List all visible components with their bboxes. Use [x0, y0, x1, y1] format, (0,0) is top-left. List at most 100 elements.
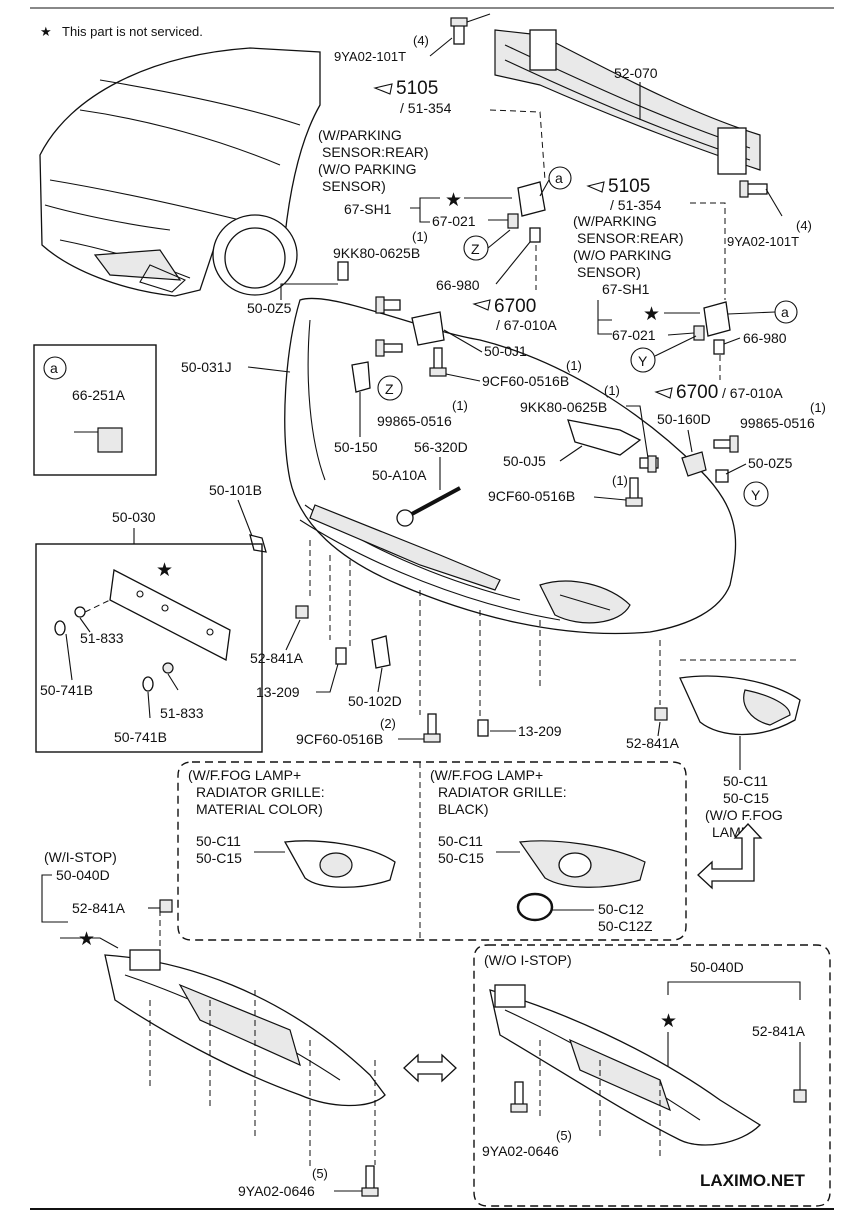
license-plate-bracket-50-030	[109, 568, 231, 662]
cond2-line2: SENSOR:REAR)	[577, 230, 684, 246]
clip-50-0z5-right	[715, 469, 729, 483]
direction-arrow-icon	[697, 823, 763, 890]
label-9kk80-0625b-a: 9KK80-0625B	[333, 245, 420, 261]
guide-undercover-a	[149, 910, 376, 1170]
label-52-841a-b: 52-841A	[626, 735, 680, 751]
nut-52-841a-right	[654, 707, 668, 721]
label-50-160d: 50-160D	[657, 411, 711, 427]
label-99865-0516-a: 99865-0516	[377, 413, 452, 429]
nut-52-841a-left	[295, 605, 309, 619]
guide-5105-right	[690, 202, 726, 300]
label-50-c11-b: 50-C11	[196, 833, 241, 849]
label-51-354-a: / 51-354	[400, 100, 452, 116]
bolt-99865-0516-right	[713, 435, 739, 453]
marker-y-top-label: Y	[638, 353, 648, 369]
marker-a-right-label: a	[781, 304, 789, 320]
bracket-50-0j5	[567, 419, 642, 456]
bumper-reinforcement-52-070	[494, 29, 761, 175]
seal-50-102d	[371, 635, 391, 669]
bolt-9cf60-0516b-bottom	[423, 713, 441, 743]
legend-star-icon: ★	[40, 24, 52, 39]
bolt-9ya02-101t-upper	[450, 13, 491, 45]
ref-icon-5105-b	[586, 181, 605, 193]
guide-5105-left	[489, 109, 546, 181]
label-66-980-a: 66-980	[436, 277, 480, 293]
label-qty-1f: (1)	[612, 473, 628, 488]
fog-lamp-bezel-50-c11	[679, 675, 801, 736]
wofog-line1: (W/O F.FOG	[705, 807, 783, 823]
marker-a-box	[43, 356, 67, 380]
box-50-030	[35, 543, 263, 753]
marker-z-mid	[377, 375, 403, 401]
label-50-a10a: 50-A10A	[372, 467, 427, 483]
label-5105-b: 5105	[608, 176, 650, 197]
label-13-209-a: 13-209	[256, 684, 300, 700]
cond3-line3: MATERIAL COLOR)	[196, 801, 323, 817]
cond4-line2: RADIATOR GRILLE:	[438, 784, 567, 800]
label-50-040d-b: 50-040D	[690, 959, 744, 975]
label-52-070: 52-070	[614, 65, 658, 81]
label-67-010a-a: / 67-010A	[496, 317, 557, 333]
bolt-9ya02-0646-a	[361, 1165, 379, 1197]
ref-icon-5105-a	[373, 83, 393, 95]
label-50-c11-c: 50-C11	[438, 833, 483, 849]
cond1-line2: SENSOR:REAR)	[322, 144, 429, 160]
label-qty-1d: (1)	[604, 383, 620, 398]
cond2-line4: SENSOR)	[577, 264, 641, 280]
cond1-line1: (W/PARKING	[318, 127, 402, 143]
cond4-line1: (W/F.FOG LAMP+	[430, 767, 543, 783]
label-50-040d-a: 50-040D	[56, 867, 110, 883]
label-qty-2: (2)	[380, 716, 396, 731]
label-50-741b-b: 50-741B	[114, 729, 167, 745]
star-50-030-icon: ★	[156, 560, 173, 581]
label-66-980-b: 66-980	[743, 330, 787, 346]
marker-z-top-label: Z	[471, 241, 480, 257]
label-50-0z5-a: 50-0Z5	[247, 300, 292, 316]
label-6700-a: 6700	[494, 296, 536, 317]
star-50-040d-a-icon: ★	[78, 929, 95, 950]
bolt-99865-0516-left	[375, 339, 403, 357]
guide-undercover-b	[539, 1040, 661, 1160]
bracket-50-0j1	[411, 311, 445, 346]
plug-50-741b-a	[54, 620, 66, 636]
bolt-9ya02-0646-b	[510, 1081, 528, 1113]
fog-variants-box	[177, 761, 687, 941]
nut-51-833-a	[74, 606, 86, 618]
marker-a-top	[548, 166, 572, 190]
sensor-holder-left	[507, 181, 546, 243]
label-52-841a-d: 52-841A	[752, 1023, 806, 1039]
label-wistop: (W/I-STOP)	[44, 849, 117, 865]
star-67-sh1-b-icon: ★	[643, 304, 660, 325]
fog-bezel-material-color	[283, 840, 396, 888]
guide-mounting	[309, 540, 800, 720]
star-67-sh1-a-icon: ★	[445, 190, 462, 211]
cond1-line3: (W/O PARKING	[318, 161, 417, 177]
label-50-c15-a: 50-C15	[723, 790, 769, 806]
label-qty-1a: (1)	[412, 229, 428, 244]
label-9kk80-0625b-b: 9KK80-0625B	[520, 399, 607, 415]
clip-13-209-bottom	[477, 719, 489, 737]
connector-66-251a	[74, 427, 123, 453]
label-qty-5a: (5)	[312, 1166, 328, 1181]
fog-bezel-black	[518, 840, 646, 888]
label-99865-0516-b: 99865-0516	[740, 415, 815, 431]
cond2-line1: (W/PARKING	[573, 213, 657, 229]
label-5105-a: 5105	[396, 78, 438, 99]
star-50-040d-b-icon: ★	[660, 1011, 677, 1032]
label-67-021-b: 67-021	[612, 327, 656, 343]
label-50-150: 50-150	[334, 439, 378, 455]
label-50-102d: 50-102D	[348, 693, 402, 709]
label-52-841a-c: 52-841A	[72, 900, 126, 916]
plug-50-741b-b	[142, 676, 154, 692]
label-9ya02-101t-b: 9YA02-101T	[727, 234, 799, 249]
stay-56-320d	[396, 486, 461, 527]
label-51-354-b: / 51-354	[610, 197, 662, 213]
label-67-sh1-a: 67-SH1	[344, 201, 392, 217]
marker-y-mid-label: Y	[751, 487, 761, 503]
car-front-illustration	[39, 47, 321, 297]
label-67-021-a: 67-021	[432, 213, 476, 229]
nut-52-841a-c	[159, 899, 173, 913]
label-qty-1b: (1)	[566, 358, 582, 373]
